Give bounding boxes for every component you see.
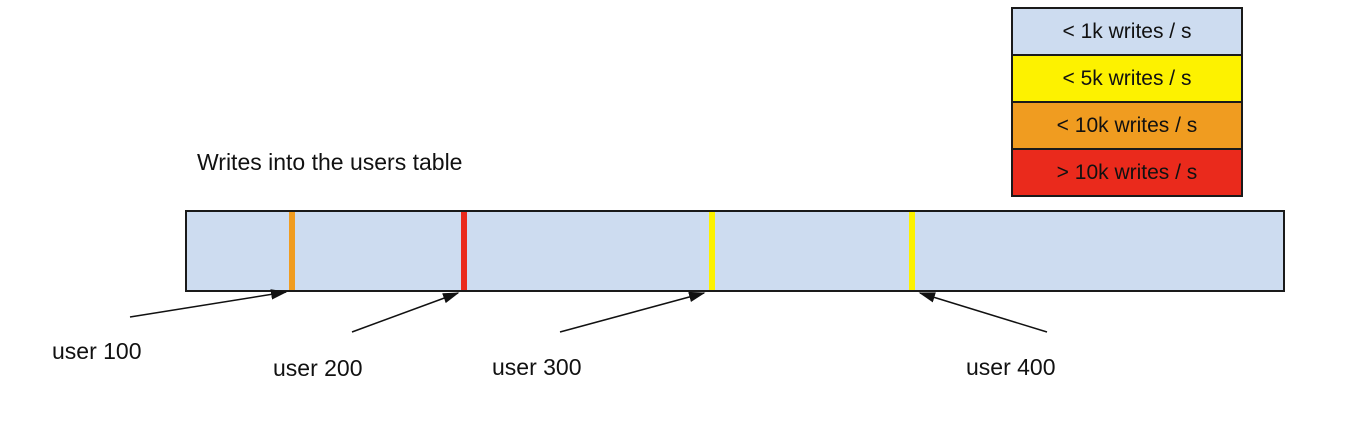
bar-marker-user-300 xyxy=(708,212,715,290)
arrow-user-300 xyxy=(559,291,706,333)
user-label-100: user 100 xyxy=(52,338,142,364)
bar-marker-user-400 xyxy=(909,212,916,290)
legend-item-label: < 5k writes / s xyxy=(1062,66,1192,90)
legend: < 1k writes / s < 5k writes / s < 10k wr… xyxy=(1011,7,1243,197)
bar-marker-user-100 xyxy=(288,212,295,290)
legend-item-label: < 10k writes / s xyxy=(1056,113,1198,137)
legend-item-lt-1k: < 1k writes / s xyxy=(1011,7,1243,56)
arrow-user-200 xyxy=(351,292,460,333)
arrow-user-100 xyxy=(129,289,288,318)
legend-item-label: < 1k writes / s xyxy=(1062,19,1192,43)
users-table-bar xyxy=(185,210,1285,292)
bar-marker-user-200 xyxy=(461,212,467,290)
legend-item-lt-10k: < 10k writes / s xyxy=(1011,101,1243,150)
diagram-title: Writes into the users table xyxy=(197,149,463,175)
legend-item-gt-10k: > 10k writes / s xyxy=(1011,148,1243,197)
user-label-300: user 300 xyxy=(492,354,582,380)
legend-item-label: > 10k writes / s xyxy=(1056,160,1198,184)
user-label-400: user 400 xyxy=(966,354,1056,380)
legend-item-lt-5k: < 5k writes / s xyxy=(1011,54,1243,103)
arrow-user-400 xyxy=(918,292,1048,333)
user-label-200: user 200 xyxy=(273,355,363,381)
